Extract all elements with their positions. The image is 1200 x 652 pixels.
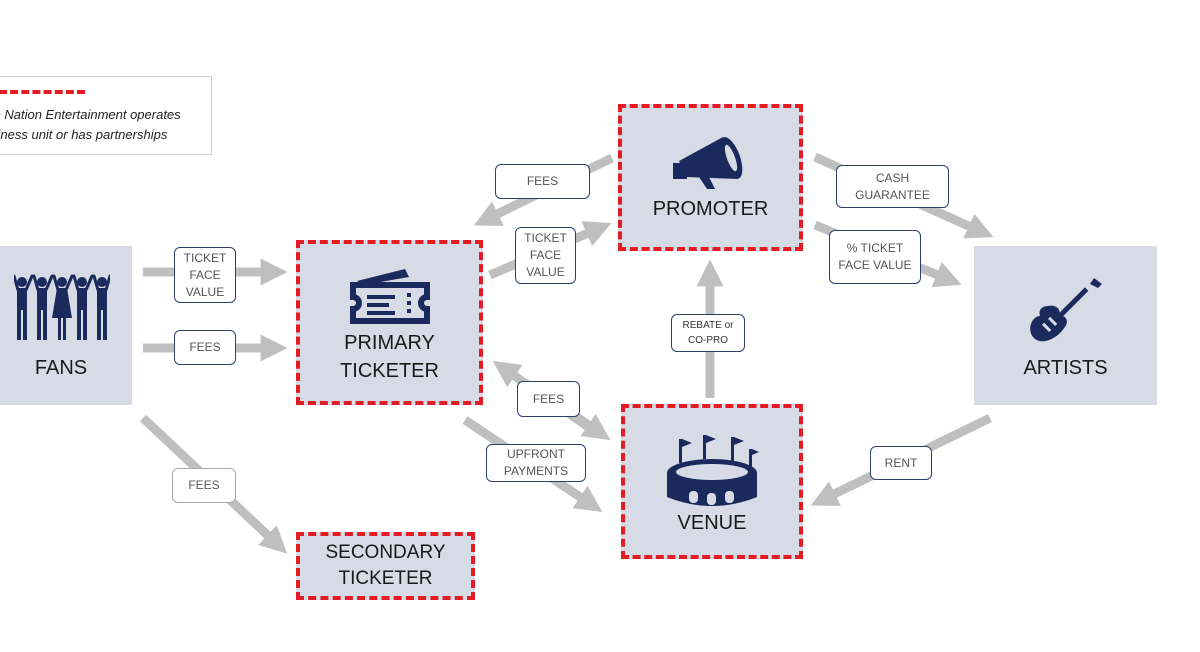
node-artists: ARTISTS [974,246,1157,405]
node-fans: FANS [0,246,132,405]
label-primary-venue-fees: FEES [517,381,580,417]
label-artists-venue-rent: RENT [870,446,932,480]
artists-label: ARTISTS [1023,356,1108,379]
label-fans-fees: FEES [174,330,236,365]
label-fans-secondary-fees: FEES [172,468,236,503]
label-venue-promoter-rebate: REBATE or CO-PRO [671,314,745,352]
ticket-icon [347,267,433,325]
node-primary-ticketer: PRIMARY TICKETER [296,240,483,405]
legend: ve Nation Entertainment operates siness … [0,76,212,155]
promoter-label: PROMOTER [652,197,769,220]
legend-text: ve Nation Entertainment operates siness … [0,107,181,142]
label-primary-promoter-face-value: TICKET FACE VALUE [515,227,576,284]
label-promoter-artists-cash: CASH GUARANTEE [836,165,949,208]
node-venue: VENUE [621,404,803,559]
guitar-icon [1028,276,1104,348]
stadium-icon [665,434,759,507]
crowd-icon [14,274,110,344]
label-fans-ticket-face-value: TICKET FACE VALUE [174,247,236,303]
label-promoter-artists-pct: % TICKET FACE VALUE [829,230,921,284]
node-secondary-ticketer: SECONDARY TICKETER [296,532,475,600]
label-primary-venue-upfront: UPFRONT PAYMENTS [486,444,586,482]
node-promoter: PROMOTER [618,104,803,251]
megaphone-icon [671,127,751,193]
fans-label: FANS [34,356,88,379]
venue-label: VENUE [677,511,747,534]
label-promoter-primary-fees: FEES [495,164,590,199]
legend-dash-sample [0,90,85,94]
primary-ticketer-label: PRIMARY TICKETER [340,331,439,382]
secondary-ticketer-label: SECONDARY TICKETER [325,542,446,589]
